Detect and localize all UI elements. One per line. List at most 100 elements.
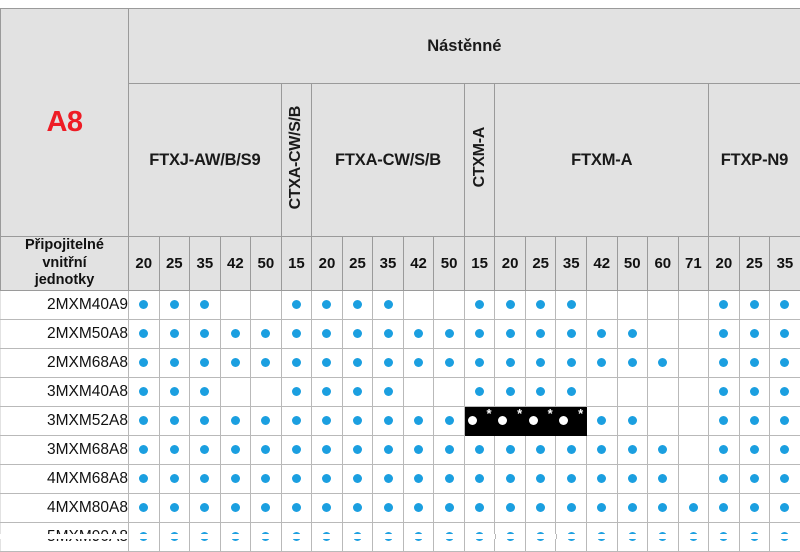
compatible-dot-icon: [170, 387, 179, 396]
compatible-dot-icon: [261, 358, 270, 367]
compatible-dot-icon: [414, 358, 423, 367]
cell-compatible: [739, 320, 770, 349]
compatible-dot-icon: [536, 503, 545, 512]
cell-compatible: [373, 465, 404, 494]
row-label-2MXM68A8: 2MXM68A8: [1, 349, 129, 378]
compatible-dot-icon: [567, 503, 576, 512]
cell-compatible: [556, 378, 587, 407]
cell-compatible: [495, 494, 526, 523]
top-header-nastenne: Nástěnné: [129, 9, 800, 84]
cell-compatible: [739, 465, 770, 494]
cell-compatible: [190, 494, 221, 523]
cell-compatible: [281, 378, 312, 407]
compatible-dot-icon: [170, 474, 179, 483]
compatible-dot-icon: [139, 503, 148, 512]
group-header-label: FTXM-A: [571, 151, 632, 169]
compatible-dot-icon: [536, 445, 545, 454]
cell-compatible: [159, 407, 190, 436]
cell-empty: [586, 378, 617, 407]
cell-compatible: [312, 320, 343, 349]
cell-empty: [617, 378, 648, 407]
cell-compatible: [281, 436, 312, 465]
compatible-dot-icon: [353, 387, 362, 396]
size-header-16: 50: [617, 237, 648, 291]
cell-empty: [678, 320, 709, 349]
compatible-dot-icon: [139, 474, 148, 483]
compatible-dot-icon: [498, 416, 507, 425]
group-header-ftxp-n9: FTXP-N9: [709, 84, 800, 237]
cell-empty: [678, 407, 709, 436]
row-label-3MXM40A8: 3MXM40A8: [1, 378, 129, 407]
cell-compatible: [373, 378, 404, 407]
compatible-dot-icon: [261, 474, 270, 483]
group-header-label: CTXA-CW/S/B: [287, 106, 305, 209]
cell-compatible: [373, 320, 404, 349]
cell-compatible: [648, 349, 679, 378]
compatible-dot-icon: [200, 329, 209, 338]
compatible-dot-icon: [231, 503, 240, 512]
cell-compatible: [281, 349, 312, 378]
cell-compatible: [434, 436, 465, 465]
asterisk-icon: *: [548, 407, 553, 420]
compatible-dot-icon: [445, 503, 454, 512]
size-header-13: 25: [525, 237, 556, 291]
compatible-dot-icon: [261, 503, 270, 512]
cell-compatible: [373, 349, 404, 378]
group-header-ctxm-a: CTXM-A: [464, 84, 495, 237]
cell-compatible: [434, 349, 465, 378]
cell-compatible: [617, 407, 648, 436]
compatible-dot-icon: [475, 445, 484, 454]
cell-compatible: [709, 320, 740, 349]
compatible-dot-icon: [384, 387, 393, 396]
compatible-dot-icon: [750, 358, 759, 367]
cell-compatible: [464, 494, 495, 523]
cell-compatible: [709, 407, 740, 436]
cell-compatible: [342, 291, 373, 320]
cell-compatible: [129, 349, 160, 378]
cell-compatible: [525, 349, 556, 378]
compatible-dot-icon: [414, 474, 423, 483]
compatible-dot-icon: [475, 503, 484, 512]
cell-compatible: [251, 494, 282, 523]
cell-empty: [678, 436, 709, 465]
row-label-2MXM40A9: 2MXM40A9: [1, 291, 129, 320]
compatible-dot-icon: [353, 474, 362, 483]
compatible-dot-icon: [445, 416, 454, 425]
compatible-dot-icon: [780, 300, 789, 309]
size-header-0: 20: [129, 237, 160, 291]
cell-compatible: [709, 291, 740, 320]
compatible-dot-icon: [353, 503, 362, 512]
asterisk-icon: *: [578, 407, 583, 420]
cell-compatible: [403, 320, 434, 349]
compatible-dot-icon: [292, 474, 301, 483]
corner-label-cell: Připojitelné vnitřní jednotky: [1, 237, 129, 291]
compatible-dot-icon: [384, 474, 393, 483]
cell-compatible: [190, 407, 221, 436]
compatible-dot-icon: [597, 445, 606, 454]
cell-empty: [678, 349, 709, 378]
size-header-10: 50: [434, 237, 465, 291]
cell-compatible: [190, 378, 221, 407]
cell-compatible: [556, 320, 587, 349]
compatible-dot-icon: [292, 329, 301, 338]
compatible-dot-icon: [322, 358, 331, 367]
compatible-dot-icon: [261, 329, 270, 338]
cell-empty: [678, 291, 709, 320]
compatible-dot-icon: [536, 474, 545, 483]
cell-compatible: [342, 349, 373, 378]
corner-label-line2: vnitřní: [1, 255, 128, 273]
cell-compatible: [617, 320, 648, 349]
cell-compatible: [190, 320, 221, 349]
cell-compatible: [617, 436, 648, 465]
cell-compatible: [739, 407, 770, 436]
cell-compatible: [648, 436, 679, 465]
compatible-dot-icon: [689, 503, 698, 512]
cell-compatible: [678, 494, 709, 523]
cell-compatible: [403, 494, 434, 523]
cell-compatible: [129, 436, 160, 465]
compatible-dot-icon: [597, 474, 606, 483]
compatible-dot-icon: [750, 445, 759, 454]
compatible-dot-icon: [292, 445, 301, 454]
compatible-dot-icon: [200, 387, 209, 396]
badge-cell: A8: [1, 9, 129, 237]
